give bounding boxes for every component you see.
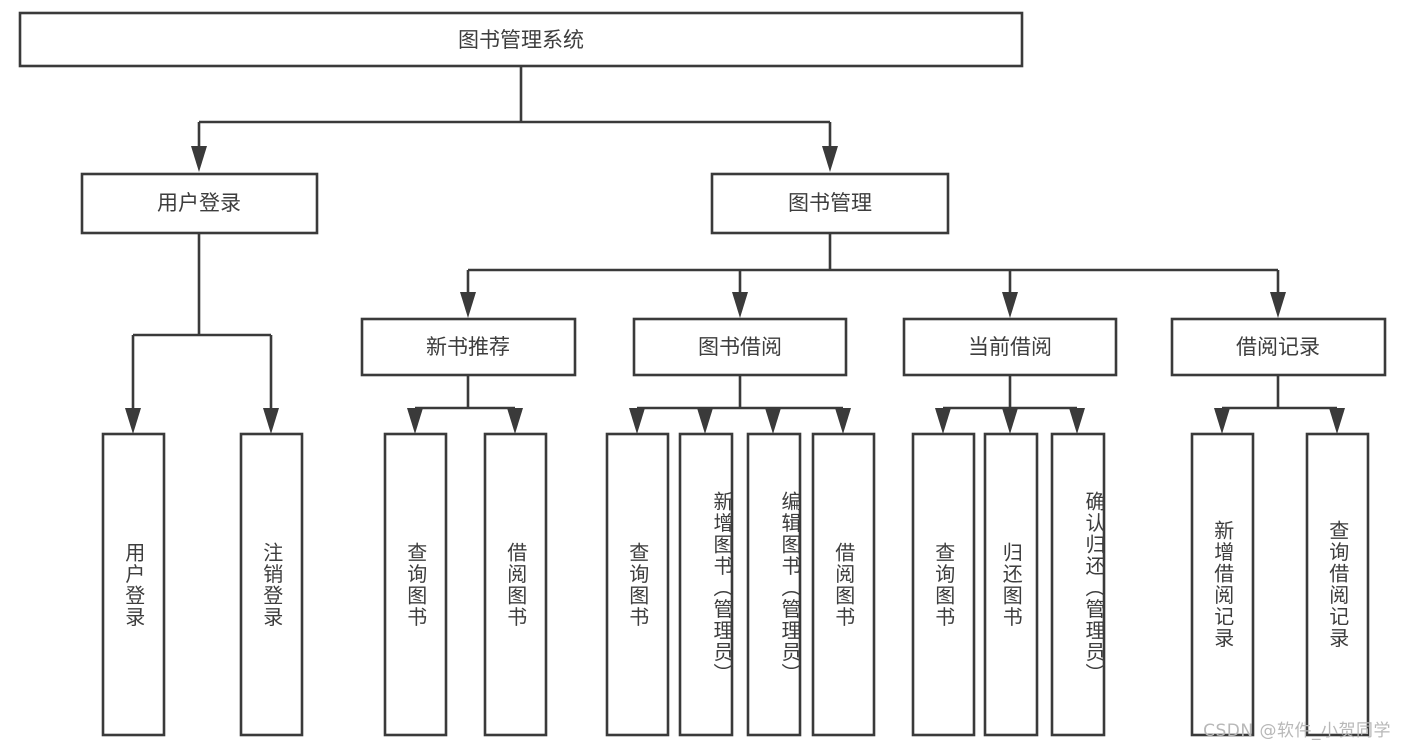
node-label-current-borrow: 当前借阅: [968, 335, 1052, 359]
node-box-current-query-book[interactable]: [911, 432, 976, 737]
node-box-borrow-record[interactable]: [1170, 317, 1387, 377]
node-label-user-login: 用户登录: [157, 191, 241, 215]
arrow-to-borrow-record: [1270, 292, 1286, 318]
node-box-logout-leaf[interactable]: [239, 432, 304, 737]
node-box-current-confirm-return[interactable]: [1050, 432, 1106, 737]
node-box-book-borrow[interactable]: [632, 317, 848, 377]
node-label-root: 图书管理系统: [458, 28, 584, 52]
node-box-borrow-borrow-book[interactable]: [811, 432, 876, 737]
node-box-book-management[interactable]: [710, 172, 950, 235]
node-box-user-login[interactable]: [80, 172, 319, 235]
arrow-to-record-query: [1329, 408, 1345, 434]
node-box-borrow-edit-book[interactable]: [746, 432, 802, 737]
arrow-to-borrow-borrow-book: [835, 408, 851, 434]
node-box-record-add[interactable]: [1190, 432, 1255, 737]
arrow-to-book-borrow: [732, 292, 748, 318]
arrow-to-user-login-leaf: [125, 408, 141, 434]
node-box-current-return-book[interactable]: [983, 432, 1039, 737]
arrow-to-user-login: [191, 146, 207, 172]
arrow-to-borrow-add-book: [697, 408, 713, 434]
node-box-current-borrow[interactable]: [902, 317, 1118, 377]
arrow-to-logout-leaf: [263, 408, 279, 434]
arrow-to-borrow-query-book: [629, 408, 645, 434]
node-box-user-login-leaf[interactable]: [101, 432, 166, 737]
node-box-rec-query-book[interactable]: [383, 432, 448, 737]
arrow-to-record-add: [1214, 408, 1230, 434]
arrow-to-current-return-book: [1002, 408, 1018, 434]
node-box-new-book-recommend[interactable]: [360, 317, 577, 377]
arrow-to-new-book-recommend: [460, 292, 476, 318]
arrow-to-rec-query-book: [407, 408, 423, 434]
csdn-watermark: CSDN @软件_小贺同学: [1203, 721, 1391, 741]
node-box-borrow-add-book[interactable]: [678, 432, 734, 737]
arrow-to-book-management: [822, 146, 838, 172]
node-box-record-query[interactable]: [1305, 432, 1370, 737]
node-label-book-management: 图书管理: [788, 191, 872, 215]
node-label-new-book-recommend: 新书推荐: [426, 335, 510, 359]
connectors-layer: [125, 66, 1345, 434]
node-label-borrow-record: 借阅记录: [1236, 335, 1320, 359]
arrow-to-current-borrow: [1002, 292, 1018, 318]
node-box-borrow-query-book[interactable]: [605, 432, 670, 737]
arrow-to-borrow-edit-book: [765, 408, 781, 434]
node-box-root[interactable]: [18, 11, 1024, 68]
node-box-rec-borrow-book[interactable]: [483, 432, 548, 737]
arrow-to-current-confirm-return: [1069, 408, 1085, 434]
node-label-book-borrow: 图书借阅: [698, 335, 782, 359]
arrow-to-rec-borrow-book: [507, 408, 523, 434]
nodes-layer: 图书管理系统 用户登录 图书管理 新书推荐 图书借阅 当前借阅 借阅记录: [18, 11, 1387, 737]
arrow-to-current-query-book: [935, 408, 951, 434]
